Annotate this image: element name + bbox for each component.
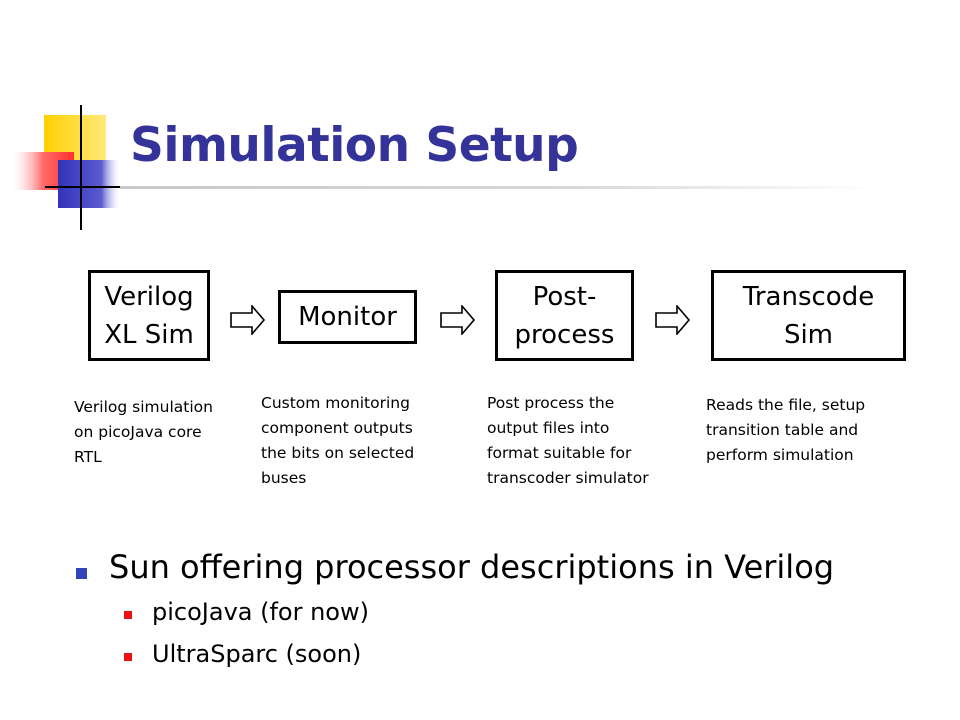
right-arrow-icon — [655, 305, 691, 335]
flow-description-post-process: Post process the output files into forma… — [487, 394, 649, 487]
logo-blue-square — [58, 160, 120, 208]
square-bullet-icon — [76, 568, 87, 579]
flow-box-label: Verilog XL Sim — [104, 281, 194, 350]
right-arrow-icon — [230, 305, 266, 335]
flow-box-label: Monitor — [298, 302, 397, 332]
sub-bullet-text: UltraSparc (soon) — [152, 640, 362, 668]
title-underline — [120, 186, 880, 189]
logo-decoration — [12, 105, 130, 230]
square-bullet-icon — [124, 653, 132, 661]
flow-box-label: Transcode Sim — [742, 281, 875, 350]
flow-description-monitor: Custom monitoring component outputs the … — [261, 394, 415, 487]
slide-title: Simulation Setup — [130, 118, 579, 173]
flow-box-post-process: Post- process — [495, 270, 634, 361]
flow-box-label: Post- process — [514, 281, 615, 350]
right-arrow-icon — [440, 305, 476, 335]
flow-description-verilog: Verilog simulation on picoJava core RTL — [74, 398, 213, 466]
square-bullet-icon — [124, 611, 132, 619]
flow-box-monitor: Monitor — [278, 290, 417, 344]
flow-box-transcode-sim: Transcode Sim — [711, 270, 906, 361]
bullet-text: Sun offering processor descriptions in V… — [109, 548, 835, 586]
flow-description-transcode: Reads the file, setup transition table a… — [706, 396, 866, 464]
sub-bullet-text: picoJava (for now) — [152, 598, 369, 626]
flow-box-verilog-xl-sim: Verilog XL Sim — [88, 270, 210, 361]
